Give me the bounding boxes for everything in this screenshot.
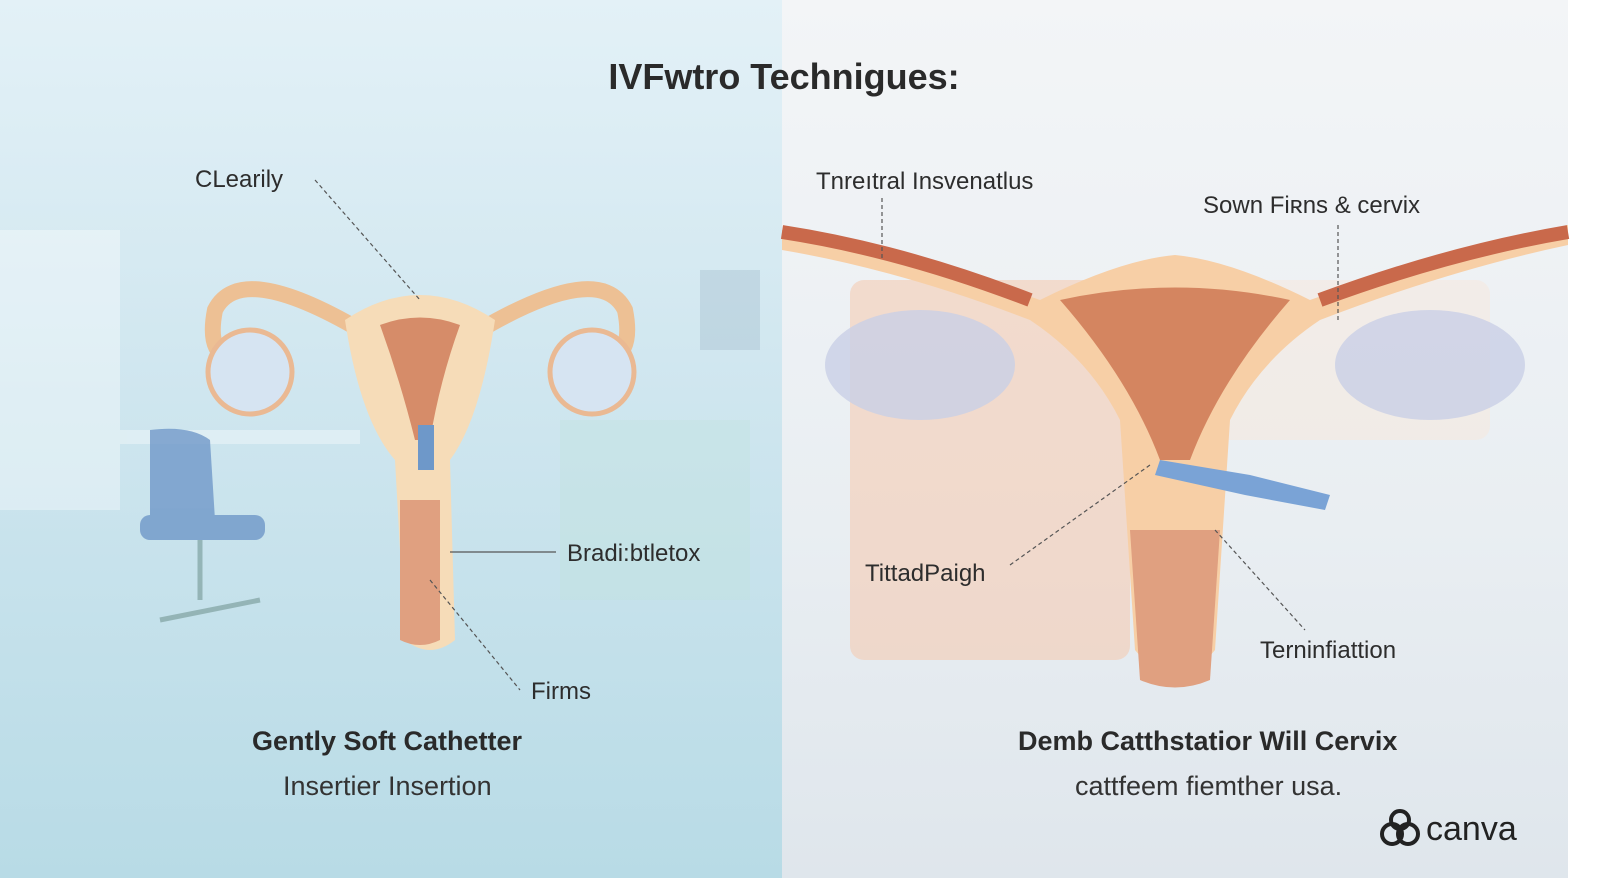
chair	[140, 428, 265, 623]
page-title: IVFwtro Technigues:	[608, 56, 960, 97]
left-lab-background	[0, 230, 760, 600]
bottom-border	[0, 878, 1600, 896]
label-intrauterine: Tnreıtral Insvenatlus	[816, 168, 1034, 195]
label-firms: Firms	[531, 678, 591, 705]
leader-lines	[314, 179, 1339, 691]
right-uterus-diagram	[780, 225, 1570, 688]
left-caption-subtitle: Insertier Insertion	[283, 771, 492, 801]
label-tittad: TittadPaigh	[865, 560, 986, 587]
label-termination: Terninfiattion	[1260, 637, 1397, 664]
right-caption-subtitle: cattfeem fiemther usa.	[1075, 771, 1343, 801]
right-caption-title: Demb Catthstatior Will Cervix	[1018, 726, 1398, 756]
logo-text: canva	[1426, 809, 1517, 848]
logo-icon	[1380, 809, 1420, 846]
label-cervix: Sown Fiʀns & cervix	[1203, 192, 1421, 219]
label-clearly: CLearily	[195, 166, 284, 193]
canva-logo: canva	[1378, 806, 1517, 852]
left-caption-title: Gently Soft Cathetter	[252, 726, 523, 756]
label-bradi: Bradi:btletox	[567, 540, 701, 567]
right-border	[1568, 0, 1600, 896]
left-uterus-diagram	[204, 281, 637, 650]
